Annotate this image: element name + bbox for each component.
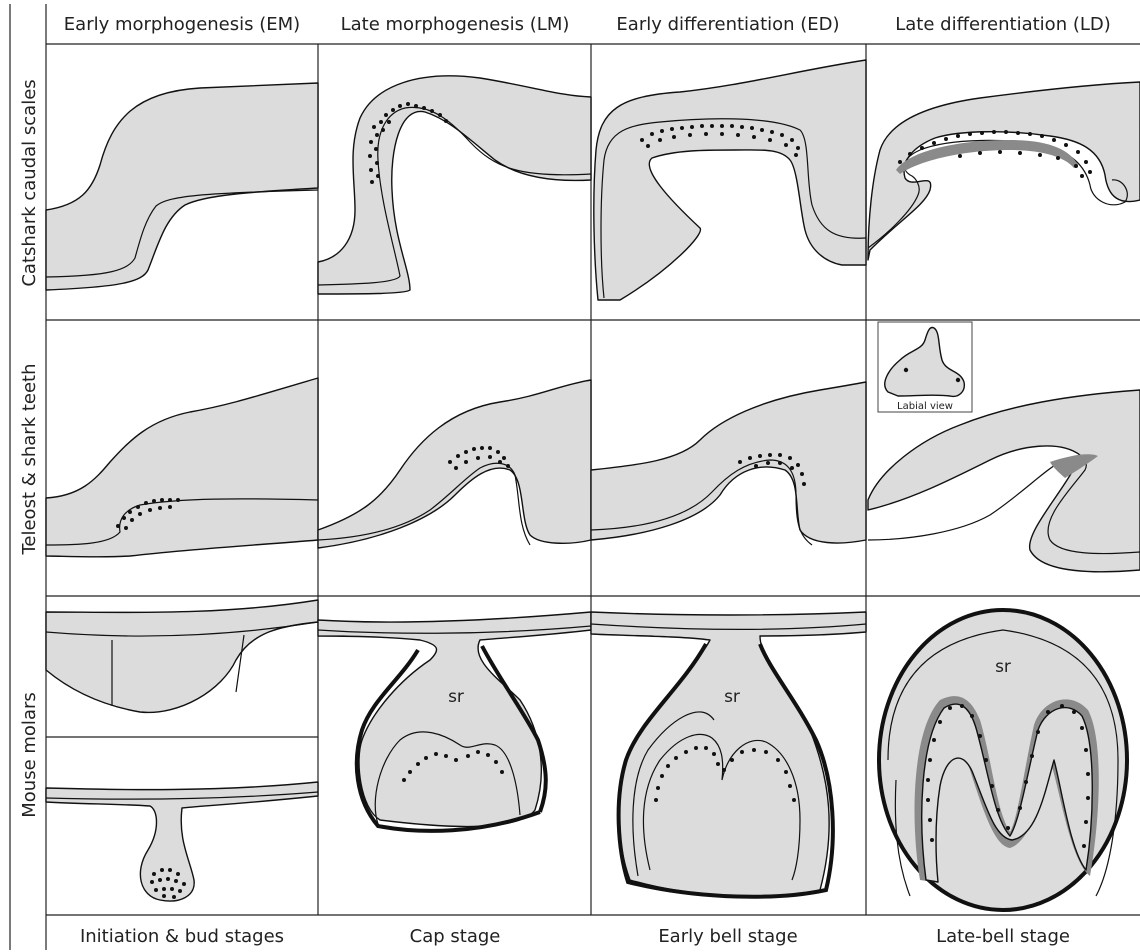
- mouse-molar-bud: [46, 782, 318, 901]
- row-label-mouse: Mouse molars: [19, 692, 40, 817]
- stage-label-early-bell: Early bell stage: [658, 926, 797, 947]
- stage-label-cap: Cap stage: [410, 926, 501, 947]
- mouse-molar-cap: sr: [318, 612, 591, 831]
- column-header-ld: Late differentiation (LD): [895, 14, 1111, 35]
- inset-caption: Labial view: [897, 401, 953, 412]
- row-label-teleost: Teleost & shark teeth: [19, 363, 40, 555]
- stellate-reticulum-label-early-bell: sr: [724, 687, 740, 707]
- stellate-reticulum-label-late-bell: sr: [995, 657, 1011, 677]
- teleost-tooth-ld: [868, 390, 1140, 572]
- stellate-reticulum-label-cap: sr: [448, 687, 464, 707]
- teleost-tooth-lm: [318, 380, 591, 548]
- row-label-catshark: Catshark caudal scales: [19, 79, 40, 286]
- column-header-ed: Early differentiation (ED): [616, 14, 839, 35]
- mouse-molar-early-bell: sr: [591, 612, 866, 897]
- catshark-scale-em: [46, 83, 318, 290]
- catshark-scale-ed: [594, 60, 866, 300]
- stage-label-late-bell: Late-bell stage: [936, 926, 1070, 947]
- catshark-scale-lm: [318, 76, 591, 294]
- catshark-scale-ld: [868, 82, 1140, 260]
- teleost-tooth-em: [46, 378, 318, 557]
- column-header-em: Early morphogenesis (EM): [64, 14, 300, 35]
- teleost-tooth-ed: [591, 382, 866, 545]
- labial-view-inset: Labial view: [878, 322, 972, 412]
- mouse-molar-initiation: [46, 600, 318, 712]
- stage-label-bud: Initiation & bud stages: [80, 926, 284, 947]
- column-header-lm: Late morphogenesis (LM): [341, 14, 570, 35]
- mouse-molar-late-bell: sr: [879, 610, 1127, 910]
